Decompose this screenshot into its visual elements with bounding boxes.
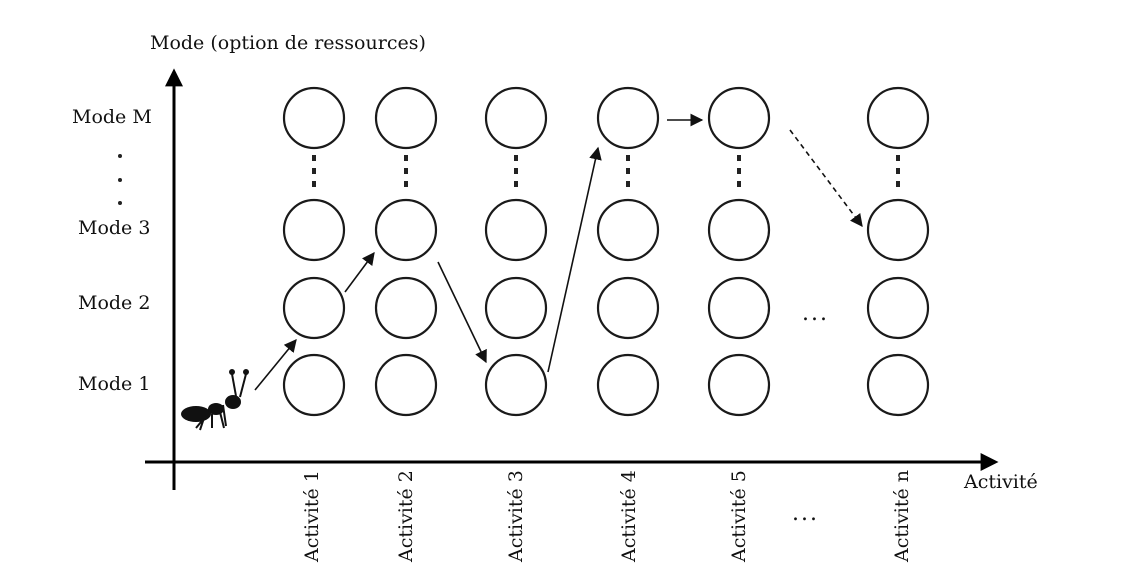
node-an-m3 xyxy=(866,198,930,262)
column-dot-a1 xyxy=(312,155,316,161)
column-dot-a5 xyxy=(737,181,741,187)
column-vertical-ellipses xyxy=(312,155,900,187)
node-a3-m3 xyxy=(484,198,548,262)
node-an-mM xyxy=(866,86,930,150)
path-arrow-a5mM-to-anm3 xyxy=(789,129,863,228)
node-an-m1 xyxy=(866,353,930,417)
mode-label-m: Mode M xyxy=(72,106,152,128)
node-a3-m2 xyxy=(484,276,548,340)
path-arrow-ant-to-a1m2 xyxy=(254,339,297,391)
node-grid xyxy=(282,86,930,417)
path-arrow-a3m1-to-a4mM xyxy=(547,146,602,373)
activity-label-3: Activité 3 xyxy=(505,470,527,563)
column-dot-a2 xyxy=(404,168,408,174)
path-arrow-a2m3-to-a3m1 xyxy=(437,261,487,364)
mode-label-3: Mode 3 xyxy=(78,217,150,239)
node-a4-m2 xyxy=(596,276,660,340)
column-dot-an xyxy=(896,155,900,161)
path-arrow-a1m2-to-a2m3 xyxy=(344,251,375,293)
node-a4-m3 xyxy=(596,198,660,262)
node-a2-m3 xyxy=(374,198,438,262)
y-axis-label: Mode (option de ressources) xyxy=(150,32,426,54)
column-dot-a4 xyxy=(626,155,630,161)
column-dot-a5 xyxy=(737,155,741,161)
mode-label-1: Mode 1 xyxy=(78,373,150,395)
activity-ellipsis-bottom: ... xyxy=(792,501,819,526)
column-dot-a3 xyxy=(514,155,518,161)
column-dot-an xyxy=(896,168,900,174)
node-an-m2 xyxy=(866,276,930,340)
activity-label-4: Activité 4 xyxy=(618,470,640,563)
node-a2-m1 xyxy=(374,353,438,417)
ant-icon xyxy=(181,369,249,431)
node-a5-m3 xyxy=(707,198,771,262)
node-a3-m1 xyxy=(484,353,548,417)
mode-label-vertical-ellipsis xyxy=(118,154,122,205)
node-a4-m1 xyxy=(596,353,660,417)
column-dot-a3 xyxy=(514,181,518,187)
column-ellipsis: ... xyxy=(802,301,829,326)
activity-label-1: Activité 1 xyxy=(301,470,323,563)
column-dot-a1 xyxy=(312,168,316,174)
column-dot-a2 xyxy=(404,181,408,187)
node-a5-m2 xyxy=(707,276,771,340)
activity-label-n: Activité n xyxy=(891,470,913,563)
column-dot-an xyxy=(896,181,900,187)
column-dot-a3 xyxy=(514,168,518,174)
column-dot-a4 xyxy=(626,181,630,187)
node-a1-m1 xyxy=(282,353,346,417)
node-a1-m3 xyxy=(282,198,346,262)
node-a4-mM xyxy=(596,86,660,150)
ant-path xyxy=(254,113,863,391)
node-a3-mM xyxy=(484,86,548,150)
column-dot-a1 xyxy=(312,181,316,187)
node-a1-mM xyxy=(282,86,346,150)
node-a5-m1 xyxy=(707,353,771,417)
node-a2-m2 xyxy=(374,276,438,340)
x-axis-label: Activité xyxy=(963,471,1038,493)
column-dot-a2 xyxy=(404,155,408,161)
activity-label-2: Activité 2 xyxy=(395,470,417,563)
column-dot-a5 xyxy=(737,168,741,174)
node-a5-mM xyxy=(707,86,771,150)
node-a1-m2 xyxy=(282,276,346,340)
node-a2-mM xyxy=(374,86,438,150)
mode-label-2: Mode 2 xyxy=(78,292,150,314)
activity-label-5: Activité 5 xyxy=(728,470,750,563)
column-dot-a4 xyxy=(626,168,630,174)
